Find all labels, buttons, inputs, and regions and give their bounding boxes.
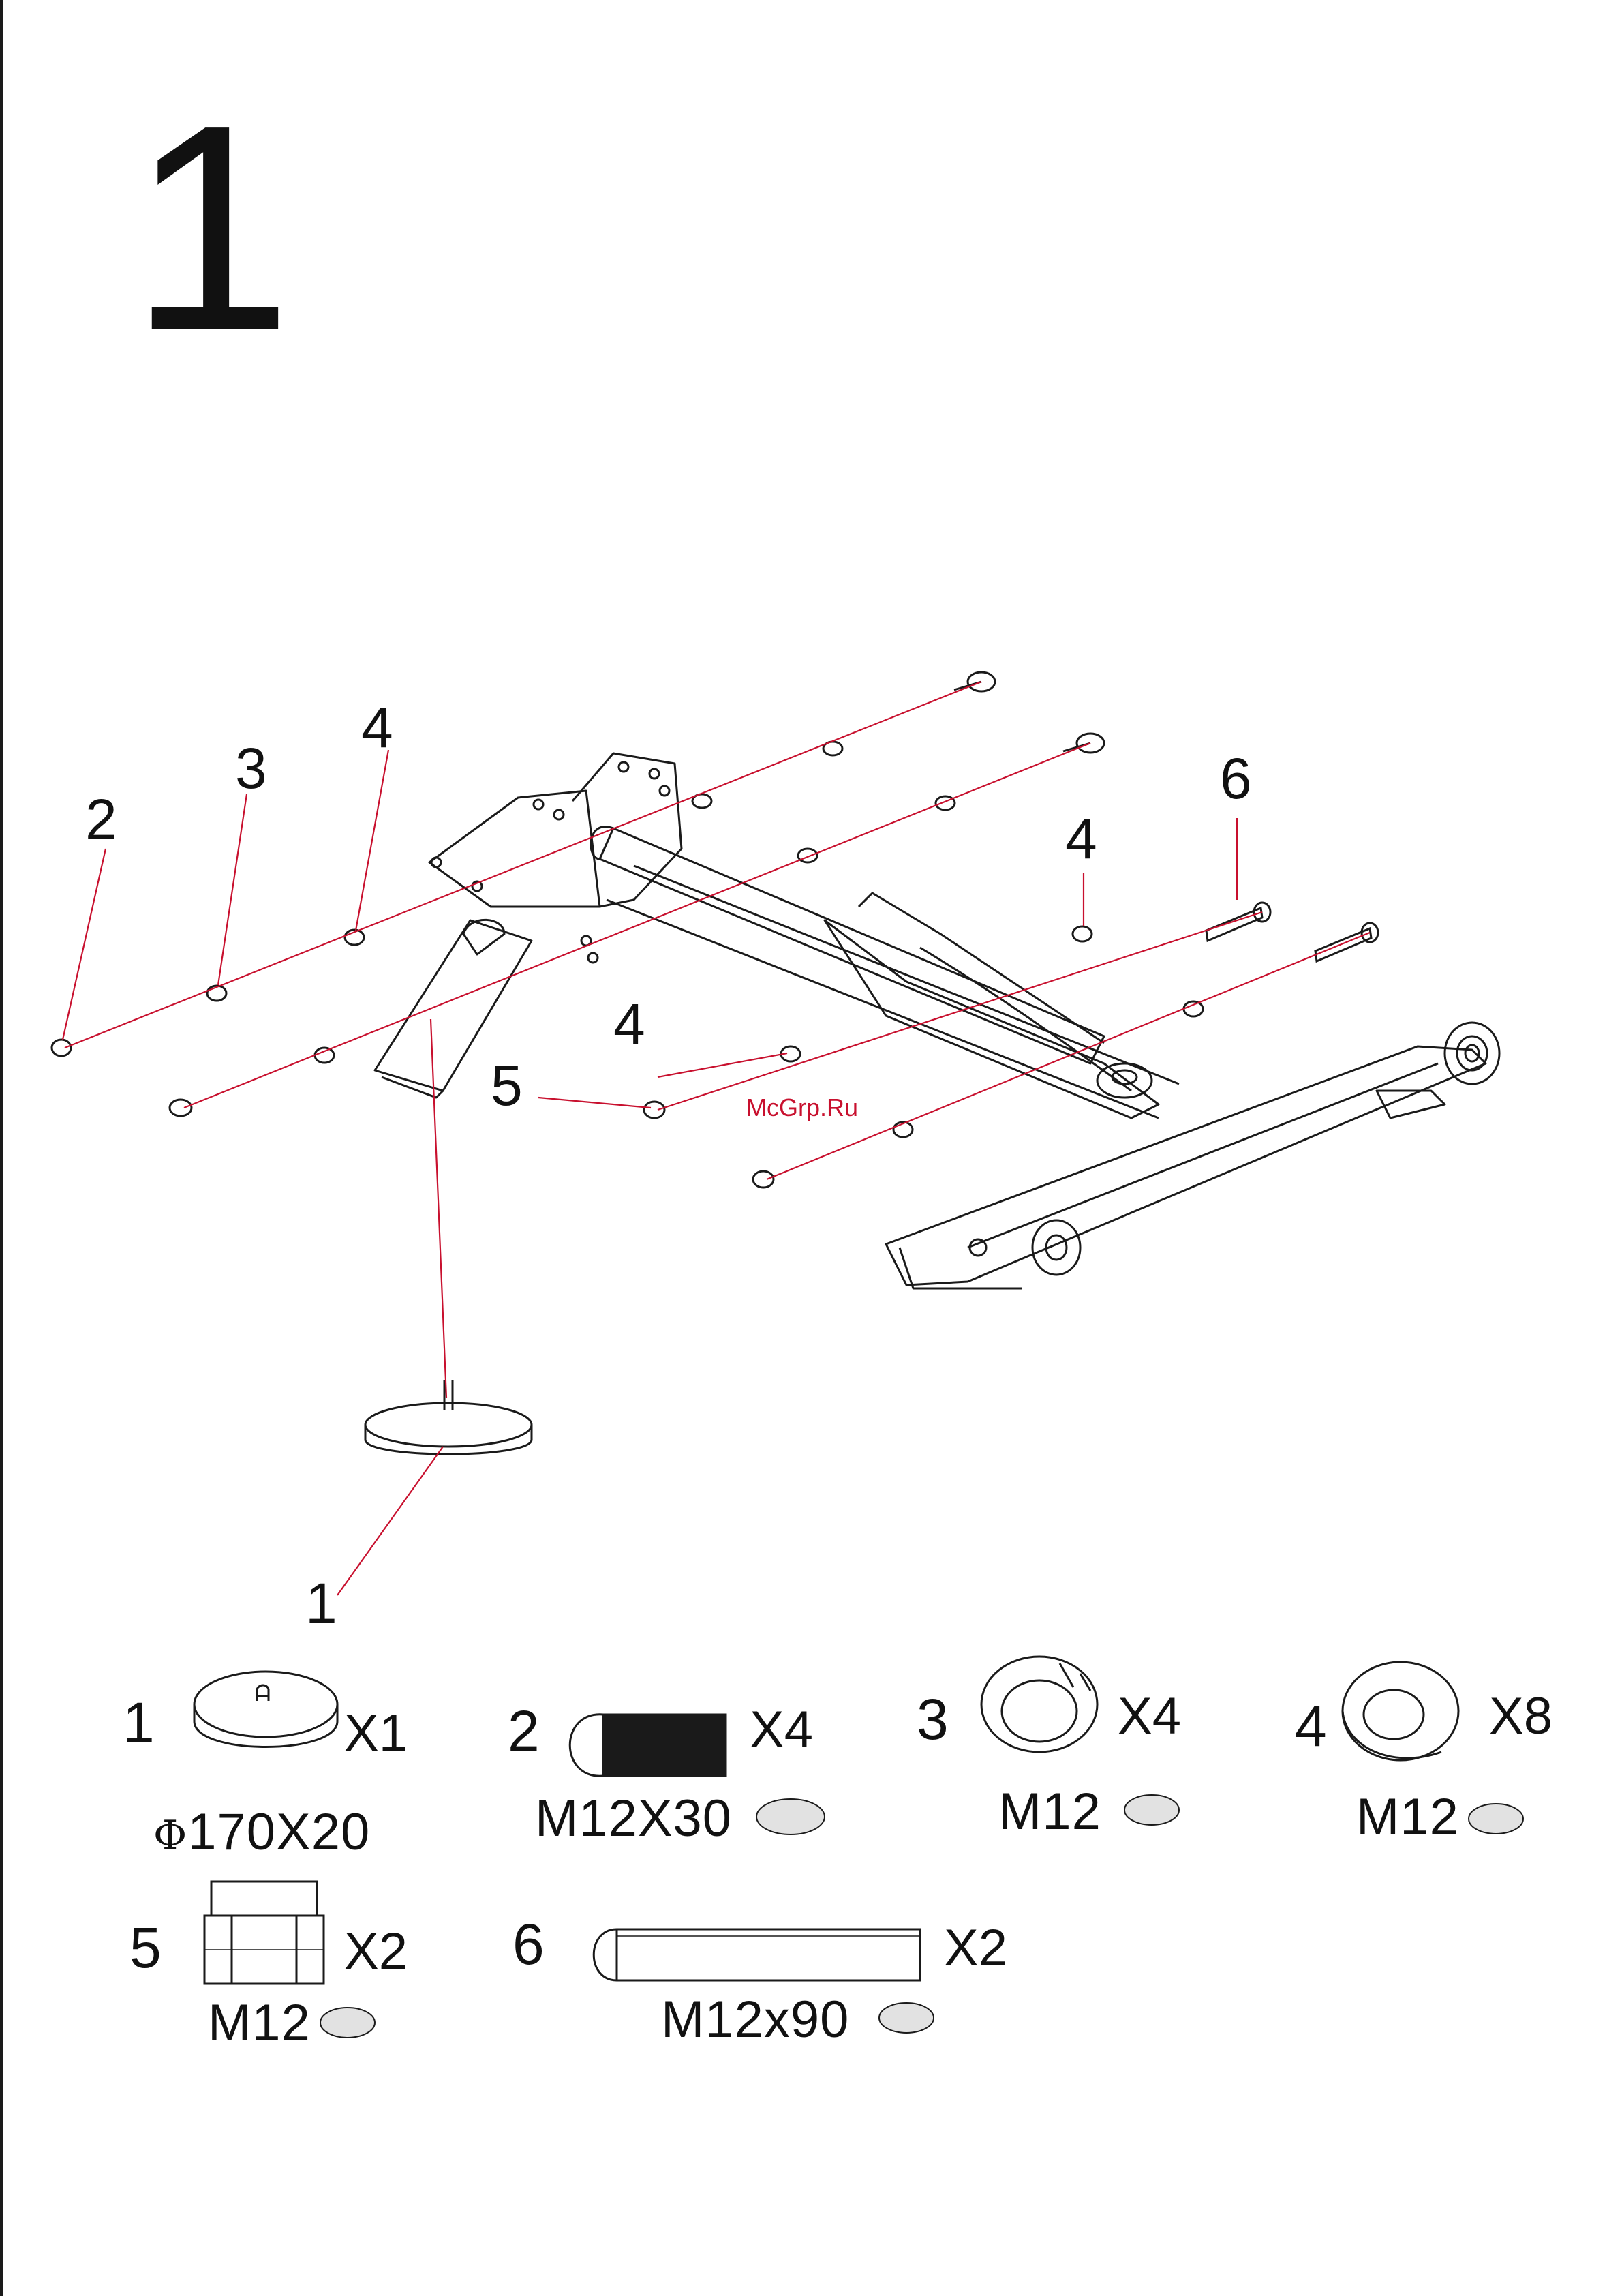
- bolt-left-lower: [170, 1100, 192, 1116]
- pivot-boss: [1097, 1063, 1152, 1098]
- rear-roller-left: [1032, 1220, 1080, 1275]
- long-bolt-icon: [594, 1929, 920, 1980]
- part-number: 1: [123, 1694, 155, 1751]
- part-quantity: X1: [344, 1708, 408, 1759]
- part-spec: M12: [1356, 1792, 1459, 1843]
- bolt-icon: [570, 1715, 726, 1776]
- callout-1: 1: [305, 1575, 337, 1632]
- callout-3: 3: [235, 740, 267, 797]
- assembly-diagram: [0, 0, 1622, 1636]
- part-spec: M12: [998, 1786, 1101, 1838]
- part-quantity: X4: [1118, 1691, 1181, 1742]
- part-spec-value: 170X20: [187, 1803, 370, 1861]
- phi-symbol: Φ: [153, 1812, 187, 1860]
- part-number: 4: [1295, 1697, 1327, 1755]
- bolt-2-left: [52, 1040, 71, 1056]
- watermark: McGrp.Ru: [746, 1093, 858, 1122]
- base-pad-icon: [194, 1672, 337, 1747]
- part-quantity: X8: [1489, 1691, 1552, 1742]
- rear-crossbar: [886, 1046, 1486, 1285]
- washer-4-right: [1073, 926, 1092, 941]
- spring-washer-icon: [981, 1657, 1097, 1752]
- washer-mid-left: [315, 1048, 334, 1063]
- part-number: 6: [512, 1916, 545, 1973]
- flat-washer-icon: [1343, 1662, 1458, 1760]
- long-bolt-6b: [1315, 928, 1371, 961]
- callout-4-left: 4: [361, 699, 393, 756]
- part-spec: M12X30: [535, 1793, 732, 1845]
- part-number: 5: [129, 1919, 162, 1976]
- part-spec: M12: [208, 1997, 311, 2049]
- washer-lower-right: [1184, 1001, 1203, 1016]
- part-quantity: X2: [944, 1922, 1007, 1974]
- part-number: 2: [508, 1702, 540, 1759]
- main-rail: [600, 828, 1104, 1063]
- part-quantity: X2: [344, 1926, 408, 1978]
- nut-lower: [753, 1171, 774, 1188]
- right-plate: [572, 753, 682, 907]
- nut-icon: [204, 1882, 324, 1984]
- rear-upright-a: [825, 920, 1159, 1118]
- spec-dots: [320, 1795, 1523, 2038]
- nut-5: [644, 1102, 664, 1118]
- leader-lines: [63, 682, 1370, 1595]
- frame-drawing: [375, 753, 1499, 1288]
- callout-6: 6: [1220, 750, 1252, 807]
- base-pad-top: [365, 1403, 532, 1447]
- part-spec: M12x90: [661, 1994, 849, 2046]
- left-plate: [429, 791, 600, 907]
- callout-4-mid: 4: [613, 995, 645, 1053]
- parts-list: 1 X1 Φ170X20 2 X4 M12X30 3 X4 M12 4 X8 M…: [0, 1636, 1622, 2113]
- part-quantity: X4: [750, 1704, 813, 1756]
- rear-roller-right: [1445, 1023, 1499, 1084]
- part-spec: Φ170X20: [153, 1807, 370, 1858]
- part-number: 3: [917, 1691, 949, 1748]
- washer-3-left: [207, 986, 226, 1001]
- callout-5: 5: [491, 1057, 523, 1114]
- callout-4-right: 4: [1065, 810, 1097, 867]
- callout-2: 2: [85, 791, 117, 848]
